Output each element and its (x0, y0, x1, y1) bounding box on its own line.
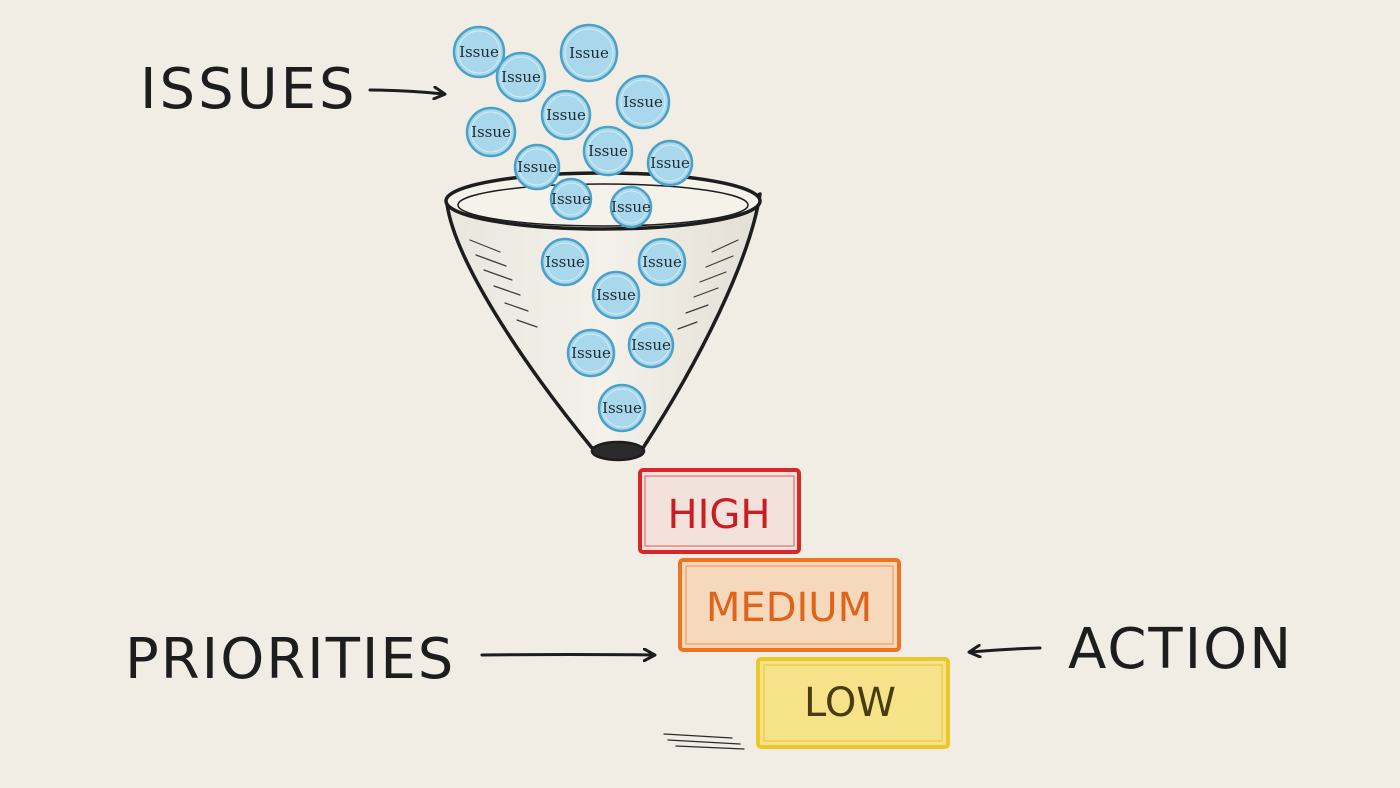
priority-medium: MEDIUM (678, 558, 901, 652)
issue-bubble-label: Issue (611, 198, 651, 216)
issue-bubble-label: Issue (571, 344, 611, 362)
issue-bubble: Issue (646, 139, 694, 187)
issue-bubble-label: Issue (650, 154, 690, 172)
priority-high: HIGH (638, 468, 801, 554)
issue-bubble-circle (540, 237, 590, 287)
issue-bubble: Issue (566, 328, 616, 378)
funnel-rim (444, 171, 762, 231)
issue-bubble: Issue (627, 321, 675, 369)
issue-bubble-label: Issue (602, 399, 642, 417)
issue-bubble-circle (549, 177, 593, 221)
issue-bubble: Issue (465, 106, 517, 158)
issue-bubble-circle (566, 328, 616, 378)
issue-bubble-label: Issue (501, 68, 541, 86)
issue-bubble: Issue (609, 185, 653, 229)
issue-bubble-label: Issue (545, 253, 585, 271)
issue-bubble-circle (627, 321, 675, 369)
issue-bubble-label: Issue (588, 142, 628, 160)
issues-arrow (368, 90, 444, 94)
priority-stack: HIGH MEDIUM LOW (638, 468, 950, 750)
motion-lines (663, 733, 745, 750)
funnel-rim-inner (457, 183, 749, 227)
issue-bubble: Issue (540, 237, 590, 287)
priority-high-label: HIGH (668, 492, 771, 538)
issue-bubble-label: Issue (471, 123, 511, 141)
priorities-label: PRIORITIES (125, 627, 455, 692)
funnel-spout (590, 440, 646, 462)
issue-bubble: Issue (495, 51, 547, 103)
issue-bubble-circle (615, 74, 671, 130)
issue-bubble-label: Issue (459, 43, 499, 61)
issue-bubble-circle (609, 185, 653, 229)
priority-high-box (638, 468, 801, 554)
priority-medium-box (678, 558, 901, 652)
action-label: ACTION (1068, 617, 1293, 682)
issue-bubble: Issue (452, 25, 506, 79)
issue-bubble: Issue (513, 143, 561, 191)
issue-bubble-label: Issue (551, 190, 591, 208)
issue-bubble: Issue (615, 74, 671, 130)
issue-bubble-circle (597, 383, 647, 433)
issue-bubble: Issue (582, 125, 634, 177)
priority-low-box (756, 657, 950, 749)
funnel-hatching (469, 239, 739, 330)
issue-bubble-circle (495, 51, 547, 103)
issues-label: ISSUES (140, 57, 358, 122)
issue-bubble-circle (513, 143, 561, 191)
issue-bubble-circle (465, 106, 517, 158)
priority-low: LOW (756, 657, 950, 749)
issue-bubble-label: Issue (546, 106, 586, 124)
issue-bubble-circle (559, 23, 619, 83)
issue-bubble-circle (646, 139, 694, 187)
issue-bubble-label: Issue (642, 253, 682, 271)
priority-medium-label: MEDIUM (706, 585, 872, 631)
issue-bubble-circle (452, 25, 506, 79)
priorities-arrow (480, 655, 654, 656)
issue-bubble-label: Issue (596, 286, 636, 304)
issue-bubble-circle (582, 125, 634, 177)
issue-bubble: Issue (540, 89, 592, 141)
issue-bubble-label: Issue (517, 158, 557, 176)
issue-bubble-circle (591, 270, 641, 320)
issue-bubble-circle (540, 89, 592, 141)
action-arrow (970, 648, 1042, 652)
issue-bubble-circle (637, 237, 687, 287)
issue-bubble: Issue (559, 23, 619, 83)
issue-bubble-label: Issue (631, 336, 671, 354)
issue-bubble: Issue (591, 270, 641, 320)
issue-bubble-label: Issue (623, 93, 663, 111)
issue-bubble: Issue (597, 383, 647, 433)
issue-bubble-label: Issue (569, 44, 609, 62)
issue-bubble: Issue (549, 177, 593, 221)
issue-bubble: Issue (637, 237, 687, 287)
priority-low-label: LOW (804, 680, 896, 726)
